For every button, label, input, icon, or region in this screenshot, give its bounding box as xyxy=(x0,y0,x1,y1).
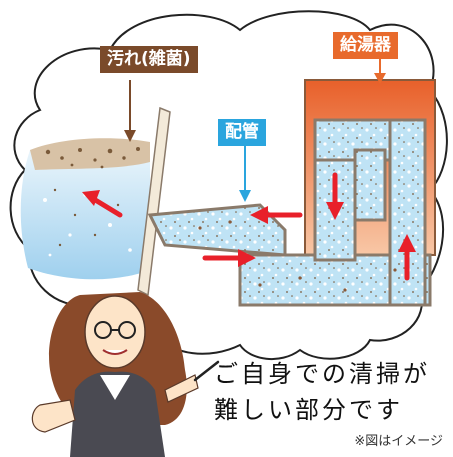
dirt-layer xyxy=(30,138,150,170)
pointer-stick-icon xyxy=(193,360,220,382)
dirt-label: 汚れ(雑菌) xyxy=(100,46,198,73)
tub-wall xyxy=(137,106,171,297)
caption-line-1: ご自身での清掃が xyxy=(214,360,430,388)
caption-line-2: 難しい部分です xyxy=(214,396,403,424)
pipe-label: 配管 xyxy=(218,119,266,146)
bath-water xyxy=(20,141,151,280)
water-heater-label: 給湯器 xyxy=(333,32,398,59)
flow-arrow-icon xyxy=(82,172,416,281)
image-note: ※図はイメージ xyxy=(354,434,443,449)
presenter-woman xyxy=(31,292,199,457)
